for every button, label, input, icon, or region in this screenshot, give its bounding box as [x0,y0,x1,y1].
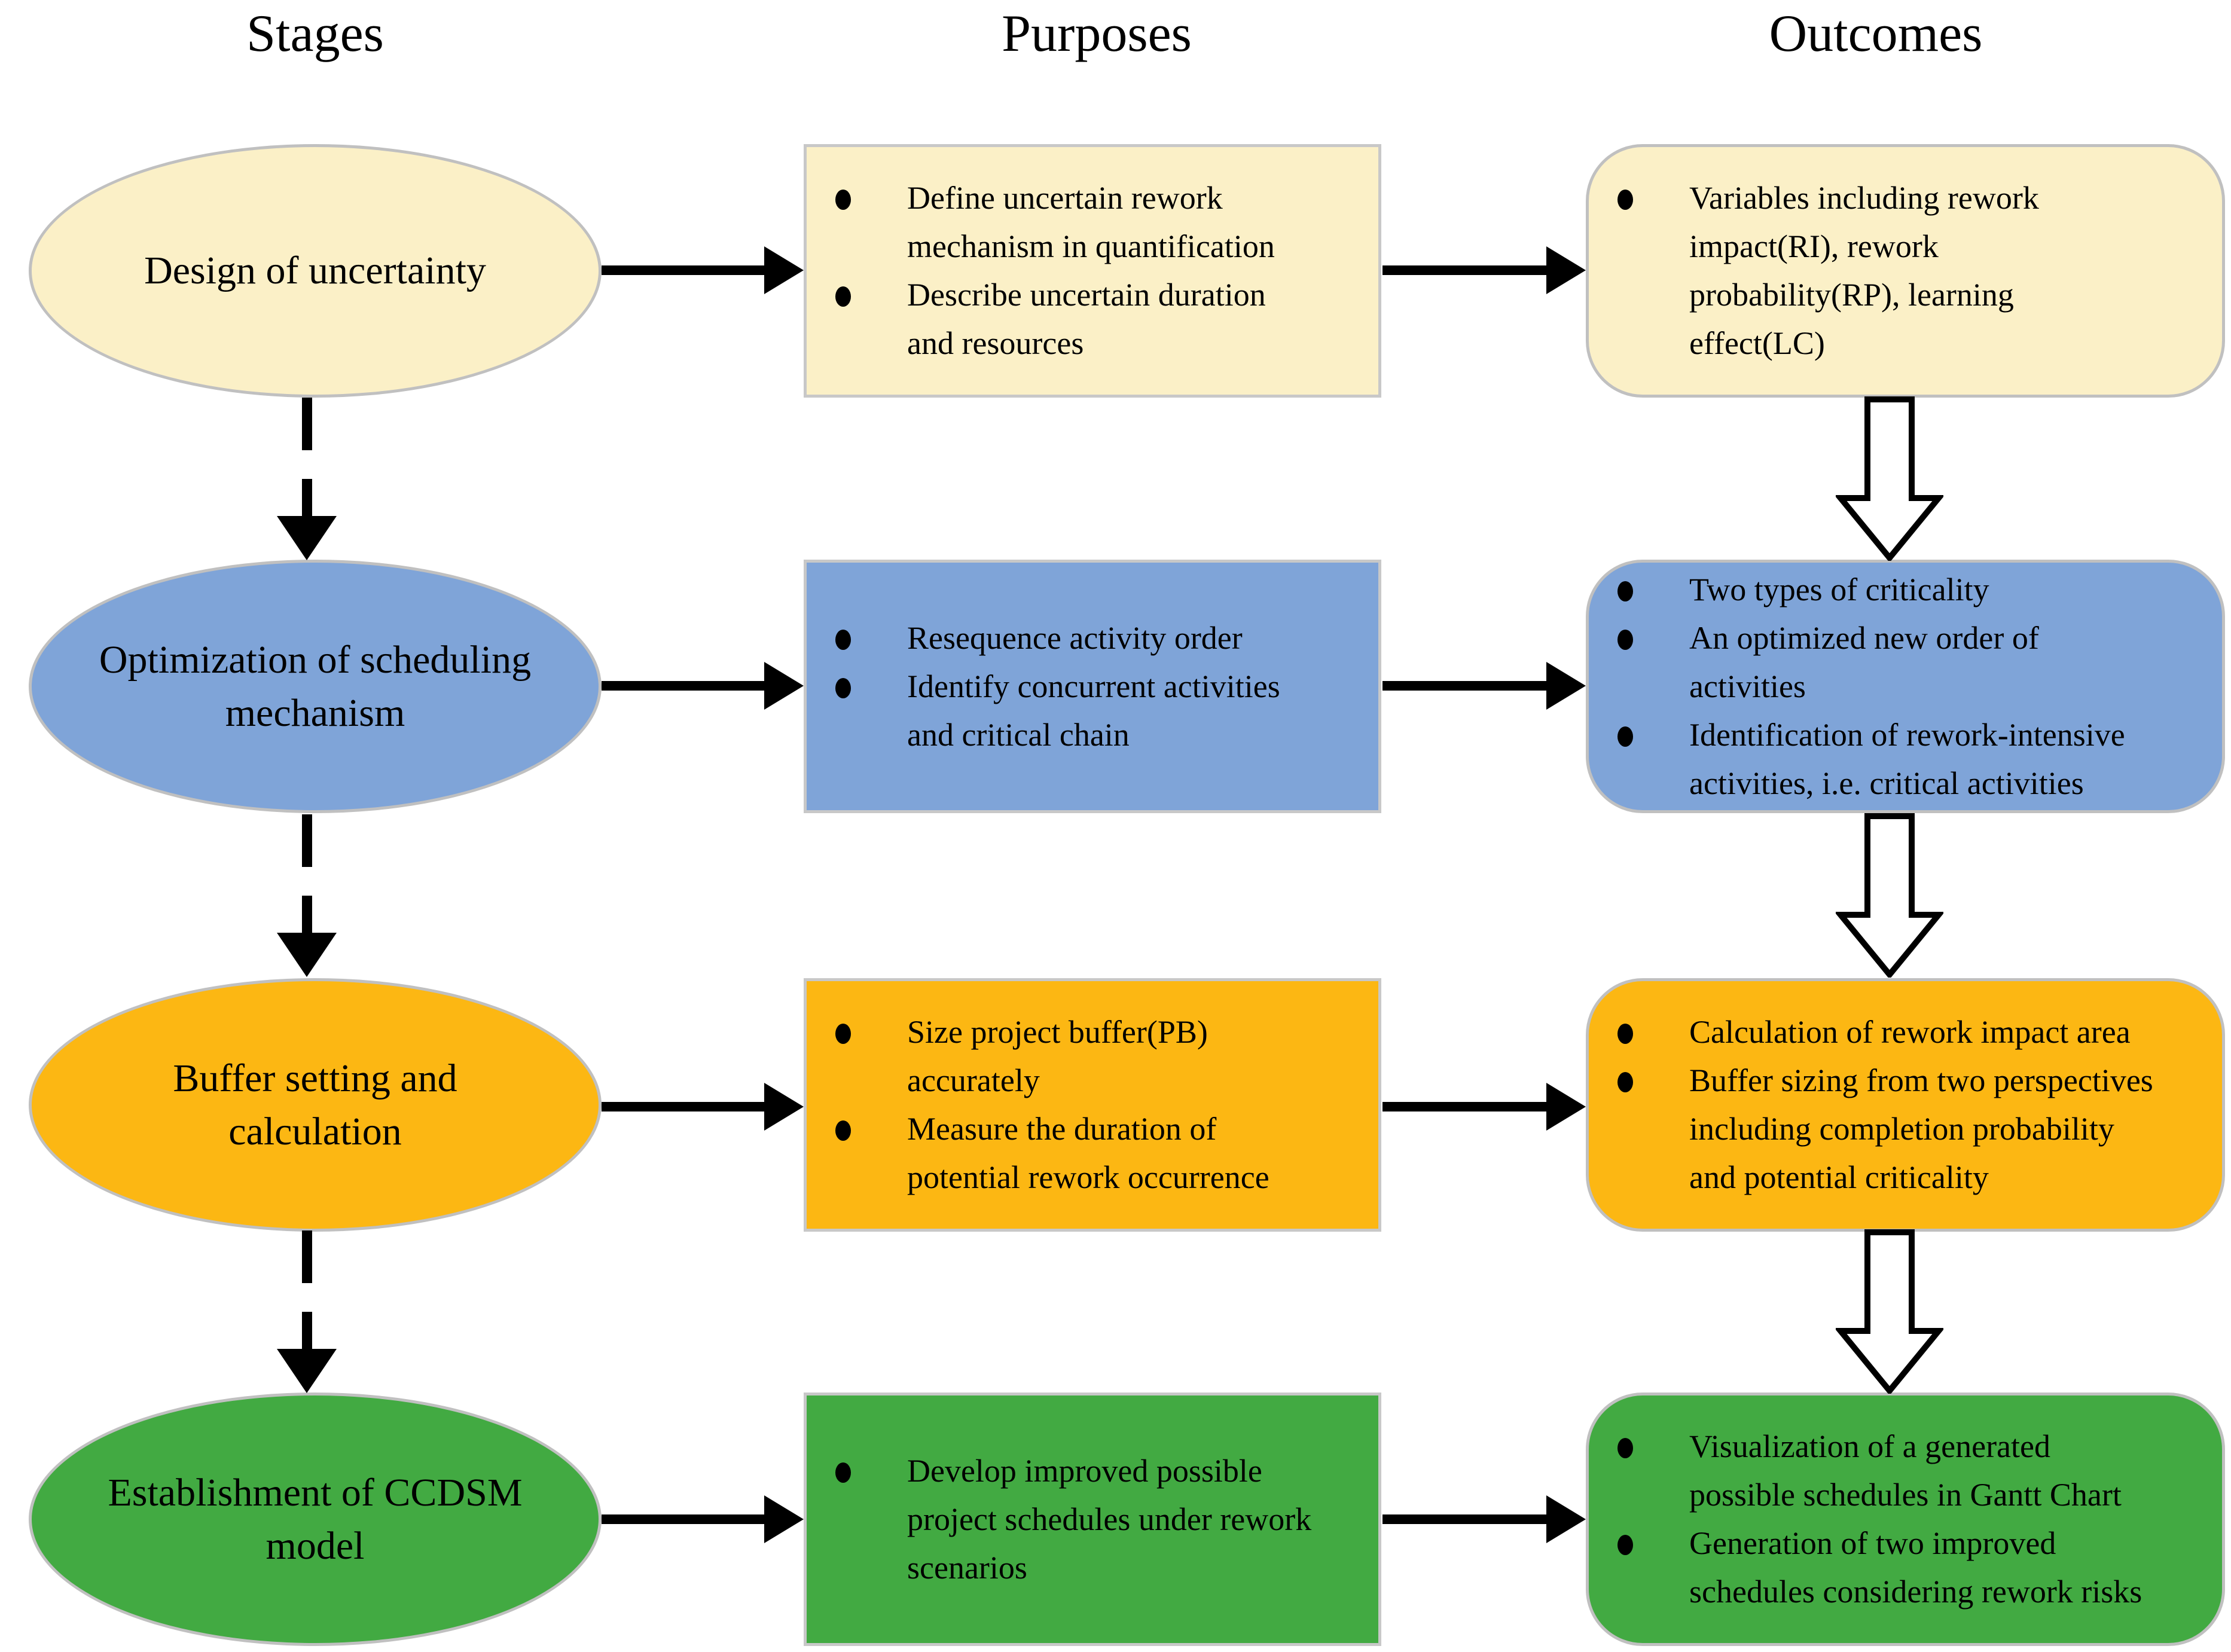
stage-label: Establishment of CCDSM model [108,1470,523,1568]
bullet-text: Size project buffer(PB) accurately [907,1014,1208,1098]
dashed-down-arrow-icon [277,814,337,977]
list-item: Identify concurrent activities and criti… [807,662,1378,759]
bullet-icon [1617,190,1633,210]
list-item: Buffer sizing from two perspectives incl… [1589,1056,2222,1202]
list-item: Variables including rework impact(RI), r… [1589,174,2222,368]
bullet-text: Visualization of a generated possible sc… [1689,1428,2122,1513]
list-item: Measure the duration of potential rework… [807,1105,1378,1202]
list-item: Define uncertain rework mechanism in qua… [807,174,1378,271]
purpose-box-row1: Define uncertain rework mechanism in qua… [804,144,1381,398]
bullet-icon [1617,1535,1633,1555]
stage-ellipse-establishment-of-ccdsm-model: Establishment of CCDSM model [29,1393,602,1646]
bullet-icon [1617,726,1633,747]
dashed-down-arrow-icon [277,398,337,560]
purpose-box-row2: Resequence activity order Identify concu… [804,560,1381,813]
bullet-text: Define uncertain rework mechanism in qua… [907,180,1275,264]
outcome-box-row4: Visualization of a generated possible sc… [1586,1393,2225,1646]
list-item: Calculation of rework impact area [1589,1008,2222,1056]
bullet-text: Identification of rework-intensive activ… [1689,716,2125,801]
column-header-outcomes: Outcomes [1769,5,1983,63]
bullet-text: Buffer sizing from two perspectives incl… [1689,1062,2153,1195]
bullet-text: Generation of two improved schedules con… [1689,1525,2143,1610]
bullet-text: Identify concurrent activities and criti… [907,668,1280,753]
bullet-text: Develop improved possible project schedu… [907,1452,1312,1586]
purpose-box-row4: Develop improved possible project schedu… [804,1393,1381,1646]
bullet-icon [835,629,851,650]
bullet-icon [835,1024,851,1044]
column-header-stages: Stages [246,5,384,63]
bullet-icon [835,286,851,307]
bullet-icon [835,1462,851,1483]
bullet-text: An optimized new order of activities [1689,619,2039,704]
bullet-text: Measure the duration of potential rework… [907,1111,1269,1195]
hollow-down-arrow-icon [1836,1229,1943,1394]
bullet-icon [835,190,851,210]
stage-label: Optimization of scheduling mechanism [99,637,532,735]
list-item: Generation of two improved schedules con… [1589,1519,2222,1616]
stage-label: Design of uncertainty [144,249,486,293]
bullet-icon [1617,581,1633,601]
stage-ellipse-design-of-uncertainty: Design of uncertainty [29,144,602,398]
dashed-down-arrow-icon [277,1230,337,1393]
outcome-box-row3: Calculation of rework impact area Buffer… [1586,978,2225,1232]
stage-ellipse-optimization-of-scheduling-mechanism: Optimization of scheduling mechanism [29,560,602,813]
stage-label: Buffer setting and calculation [173,1056,457,1153]
bullet-icon [1617,1024,1633,1044]
list-item: Develop improved possible project schedu… [807,1447,1378,1592]
bullet-icon [1617,1072,1633,1092]
outcome-box-row2: Two types of criticality An optimized ne… [1586,560,2225,813]
bullet-text: Calculation of rework impact area [1689,1014,2131,1050]
bullet-icon [1617,629,1633,650]
list-item: Identification of rework-intensive activ… [1589,711,2222,808]
bullet-text: Variables including rework impact(RI), r… [1689,180,2039,361]
hollow-down-arrow-icon [1836,813,1943,978]
list-item: Visualization of a generated possible sc… [1589,1422,2222,1519]
outcome-box-row1: Variables including rework impact(RI), r… [1586,144,2225,398]
bullet-text: Resequence activity order [907,619,1243,656]
hollow-down-arrow-icon [1836,396,1943,561]
purpose-box-row3: Size project buffer(PB) accurately Measu… [804,978,1381,1232]
bullet-text: Two types of criticality [1689,571,1989,607]
bullet-icon [1617,1438,1633,1458]
list-item: Two types of criticality [1589,566,2222,614]
stage-ellipse-buffer-setting-and-calculation: Buffer setting and calculation [29,978,602,1232]
bullet-icon [835,677,851,698]
list-item: An optimized new order of activities [1589,614,2222,711]
column-header-purposes: Purposes [1002,5,1192,63]
list-item: Resequence activity order [807,614,1378,662]
bullet-text: Describe uncertain duration and resource… [907,277,1266,361]
list-item: Size project buffer(PB) accurately [807,1008,1378,1105]
bullet-icon [835,1120,851,1141]
list-item: Describe uncertain duration and resource… [807,271,1378,368]
